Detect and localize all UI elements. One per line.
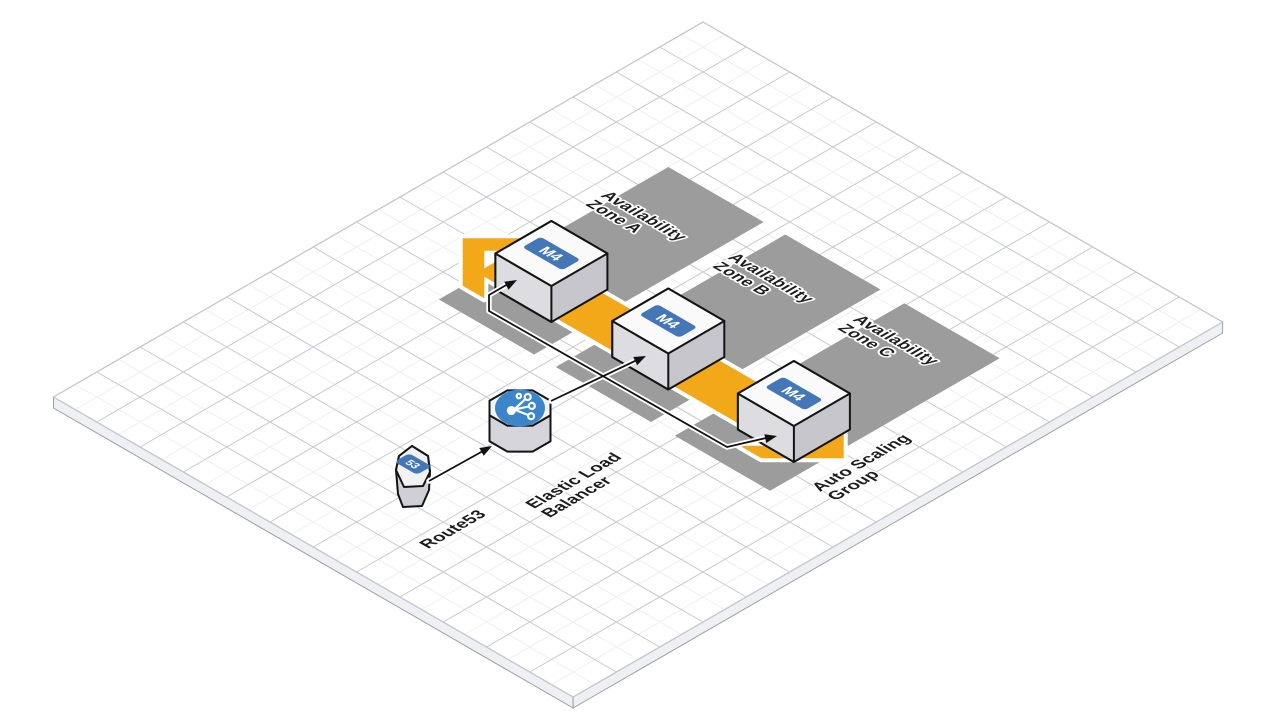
elb-node[interactable]	[488, 389, 552, 453]
arrowhead-to-instance2	[633, 356, 646, 366]
arrowhead-to-elb	[479, 446, 492, 456]
connectors	[426, 280, 777, 484]
connector-elb-instance2	[550, 359, 638, 402]
ec2-instance-2[interactable]: M4	[611, 287, 726, 391]
arrowhead-to-instance3	[764, 434, 777, 443]
route53-node[interactable]: 53	[394, 445, 431, 508]
elb-icon	[495, 389, 545, 427]
connector-instance1-instance3	[488, 283, 767, 448]
arrowhead-to-instance1	[504, 280, 517, 290]
ec2-instance-1[interactable]: M4	[494, 220, 609, 323]
connector-route53-elb	[428, 450, 484, 482]
route53-icon: 53	[396, 454, 430, 474]
